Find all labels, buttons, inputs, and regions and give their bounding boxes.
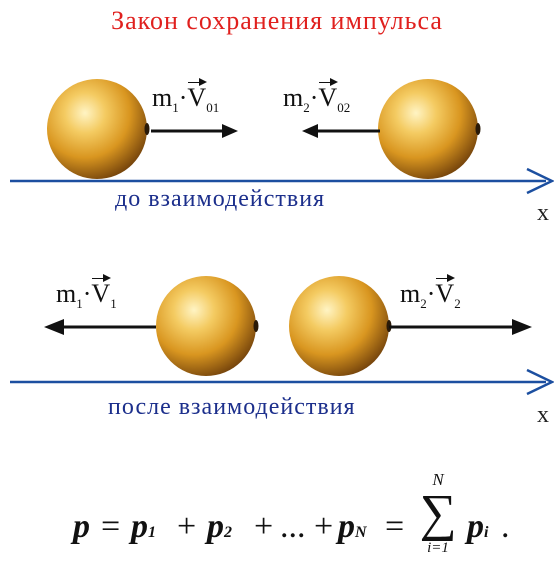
formula-term-2: p2 <box>207 508 232 545</box>
ball-1-before <box>47 79 150 179</box>
formula-period: . <box>501 508 510 545</box>
formula-term-i: pi <box>467 508 489 545</box>
axis-before <box>10 167 554 195</box>
ball-1-after <box>156 276 259 376</box>
axis-label-after: x <box>537 402 549 428</box>
formula-equals: = <box>101 508 121 545</box>
velocity-arrow-1-after <box>44 319 156 335</box>
diagram-title: Закон сохранения импульса <box>111 6 443 35</box>
sum-operator: N ∑ i=1 <box>413 470 463 560</box>
stage-label-before: до взаимодействия <box>115 186 326 212</box>
formula-equals-2: = <box>385 508 405 545</box>
sum-lower-limit: i=1 <box>427 540 449 556</box>
momentum-formula: p = p1 + p2 + ... + pN = N ∑ i=1 pi . <box>73 470 513 560</box>
axis-label-before: x <box>537 200 549 226</box>
ball-2-before <box>378 79 481 179</box>
velocity-arrow-2-after <box>389 319 532 335</box>
formula-plus-3: + <box>314 508 334 545</box>
formula-total-p: p <box>73 508 90 545</box>
velocity-arrow-1-before <box>151 124 238 138</box>
axis-after <box>10 368 554 396</box>
formula-term-1: p1 <box>131 508 156 545</box>
sum-upper-limit: N <box>432 470 444 489</box>
momentum-label-1-before: m1·V01 <box>152 78 220 115</box>
formula-term-n: pN <box>338 508 367 545</box>
formula-plus-1: + <box>177 508 197 545</box>
momentum-label-1-after: m1·V1 <box>56 274 117 311</box>
formula-plus-2: + <box>254 508 274 545</box>
sigma-symbol: ∑ <box>419 485 457 542</box>
formula-ellipsis: ... <box>280 508 306 545</box>
momentum-label-2-before: m2·V02 <box>283 78 351 115</box>
momentum-label-2-after: m2·V2 <box>400 274 461 311</box>
ball-2-after <box>289 276 392 376</box>
stage-label-after: после взаимодействия <box>108 394 356 420</box>
velocity-arrow-2-before <box>302 124 380 138</box>
